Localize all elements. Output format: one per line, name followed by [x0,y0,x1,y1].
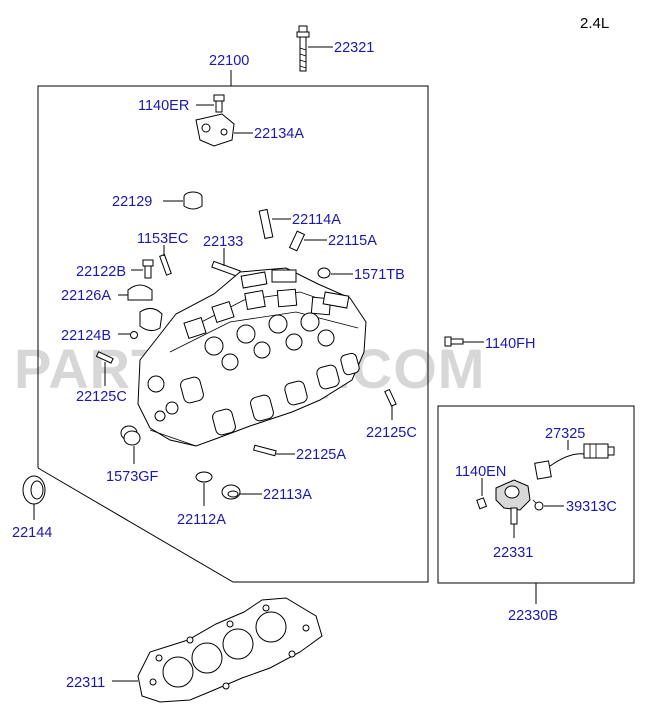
label-22122b[interactable]: 22122B [76,264,126,280]
label-22125c-right[interactable]: 22125C [366,425,417,441]
label-22114a[interactable]: 22114A [292,212,341,228]
label-22126a[interactable]: 22126A [61,288,111,304]
label-1571tb[interactable]: 1571TB [354,267,405,283]
label-22331[interactable]: 22331 [493,545,533,561]
label-22144[interactable]: 22144 [12,525,52,541]
cylinder-head[interactable] [137,267,367,447]
plug-1571tb[interactable] [317,267,331,279]
label-27325[interactable]: 27325 [545,426,585,442]
dowel-22125c-left[interactable] [95,351,114,364]
pin-22133[interactable] [211,260,241,278]
label-1140er[interactable]: 1140ER [138,98,189,114]
bracket-22134a[interactable] [195,113,235,147]
label-22133[interactable]: 22133 [203,234,243,250]
label-1153ec[interactable]: 1153EC [137,231,188,247]
label-22113a[interactable]: 22113A [263,487,312,503]
label-1140en[interactable]: 1140EN [455,464,506,480]
label-1573gf[interactable]: 1573GF [106,469,159,485]
plug-22129[interactable] [183,191,203,210]
head-bolt[interactable] [296,25,310,72]
label-22124b[interactable]: 22124B [61,328,111,344]
head-gasket-22311[interactable] [137,597,323,703]
label-22115a[interactable]: 22115A [328,233,377,249]
housing-22331[interactable] [495,479,531,525]
seal-1573gf[interactable] [120,425,141,446]
cap-22126a[interactable] [127,284,153,301]
bolt-1140en[interactable] [476,497,488,510]
label-1140fh[interactable]: 1140FH [485,336,536,352]
label-22311[interactable]: 22311 [66,675,105,691]
stud-1153ec[interactable] [159,253,172,276]
sensor-assembly-frame [437,405,635,584]
label-22112a[interactable]: 22112A [177,512,226,528]
dowel-22125c-right[interactable] [384,388,397,407]
retainer-22112a[interactable] [195,471,213,483]
oil-seal-22144[interactable] [22,475,46,505]
valve-seal-22113a[interactable] [221,484,241,500]
label-22321[interactable]: 22321 [334,40,374,56]
bolt-22122b[interactable] [142,259,154,279]
label-22129[interactable]: 22129 [112,194,152,210]
label-22125a[interactable]: 22125A [296,447,346,463]
pin-22114a[interactable] [258,208,274,240]
assembly-frame [37,70,232,468]
label-22125c-left[interactable]: 22125C [76,389,127,405]
label-39313c[interactable]: 39313C [566,499,617,515]
bearing-cap-22124b[interactable] [130,308,163,339]
sensor-27325[interactable] [534,443,615,480]
bolt-1140er[interactable] [213,94,225,113]
label-22100[interactable]: 22100 [209,53,249,69]
label-22330b[interactable]: 22330B [508,608,558,624]
engine-label: 2.4L [580,15,609,32]
label-22134a[interactable]: 22134A [254,126,304,142]
screw-39313c[interactable] [532,499,544,511]
dowel-22125a[interactable] [252,444,277,457]
pin-22115a[interactable] [288,230,306,252]
assembly-frame-right [37,85,429,583]
